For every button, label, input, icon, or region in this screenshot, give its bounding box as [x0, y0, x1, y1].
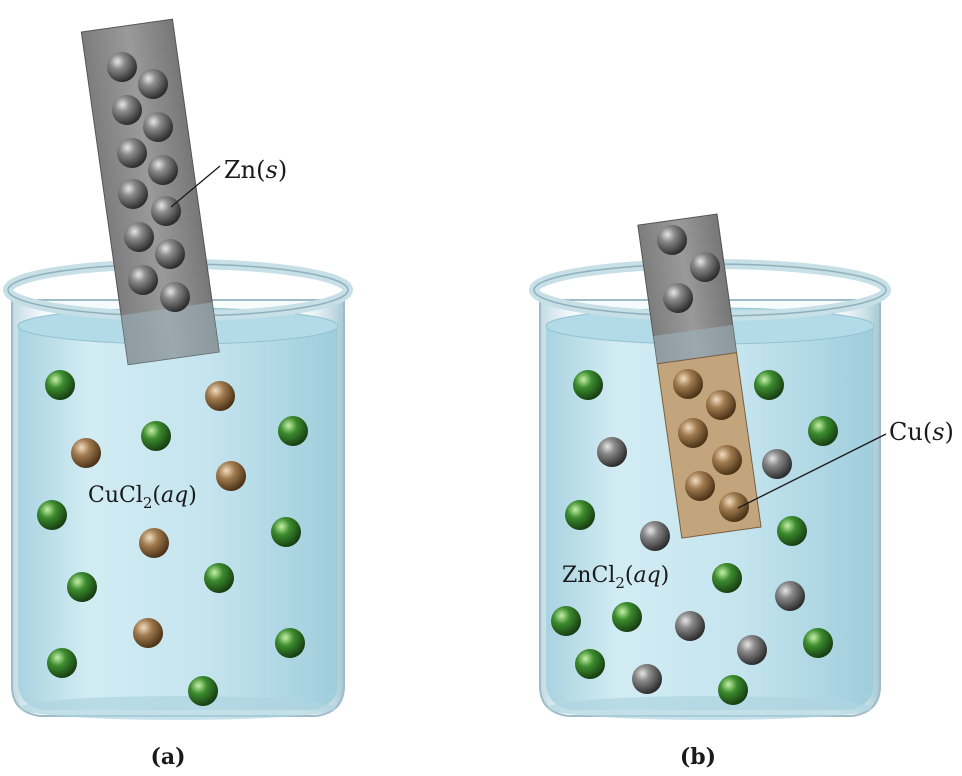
chloride-ion	[551, 606, 581, 636]
chloride-ion	[141, 421, 171, 451]
copper-leader-line	[737, 433, 887, 509]
beaker-a: Zn(s) CuCl2(aq) (a)	[3, 18, 353, 770]
copper-ion	[71, 438, 101, 468]
copper-atom	[712, 445, 742, 475]
chloride-ion	[47, 648, 77, 678]
copper-ion	[205, 381, 235, 411]
beaker-a-ions	[37, 370, 308, 706]
zinc-atom	[151, 196, 181, 226]
copper-ion	[216, 461, 246, 491]
copper-label: Cu(s)	[889, 418, 954, 446]
copper-atom	[719, 492, 749, 522]
chloride-ion	[612, 602, 642, 632]
zinc-atom	[657, 225, 687, 255]
zinc-ion	[640, 521, 670, 551]
zinc-ion	[762, 449, 792, 479]
zinc-atom	[148, 155, 178, 185]
chloride-ion	[573, 370, 603, 400]
zinc-ion	[632, 664, 662, 694]
panel-label-a: (a)	[150, 744, 185, 770]
chloride-ion	[718, 675, 748, 705]
zinc-atom	[117, 138, 147, 168]
copper-atom	[685, 471, 715, 501]
copper-atom	[678, 418, 708, 448]
zinc-atoms-on-strip	[107, 52, 190, 312]
chloride-ion	[271, 517, 301, 547]
zinc-atom	[107, 52, 137, 82]
beaker-b: Cu(s) ZnCl2(aq) (b)	[529, 213, 954, 770]
cucl2-label: CuCl2(aq)	[88, 483, 197, 512]
chloride-ion	[565, 500, 595, 530]
strip-copper-portion	[656, 352, 762, 539]
chloride-ion	[37, 500, 67, 530]
chloride-ion	[575, 649, 605, 679]
chloride-ion	[188, 676, 218, 706]
beaker-a-solution	[18, 326, 338, 710]
zinc-ion	[675, 611, 705, 641]
atoms-on-strip-b	[657, 225, 749, 522]
chloride-ion	[712, 563, 742, 593]
beaker-b-ions	[551, 370, 838, 705]
zinc-atom	[118, 179, 148, 209]
zinc-leader-line	[170, 165, 221, 208]
zinc-ion	[775, 581, 805, 611]
beaker-a-bottom	[20, 696, 336, 720]
chloride-ion	[754, 370, 784, 400]
zinc-atom	[155, 239, 185, 269]
copper-ion	[139, 528, 169, 558]
zinc-atom	[138, 69, 168, 99]
zinc-atom	[690, 252, 720, 282]
copper-ion	[133, 618, 163, 648]
chloride-ion	[803, 628, 833, 658]
zinc-ion	[737, 635, 767, 665]
chloride-ion	[808, 416, 838, 446]
copper-atom	[673, 369, 703, 399]
chloride-ion	[204, 563, 234, 593]
zinc-label: Zn(s)	[224, 156, 287, 184]
copper-atom	[706, 390, 736, 420]
zinc-atom	[128, 265, 158, 295]
zinc-atom	[160, 282, 190, 312]
zinc-atom	[112, 95, 142, 125]
chloride-ion	[278, 416, 308, 446]
zncl2-label: ZnCl2(aq)	[562, 563, 669, 592]
zinc-atom	[663, 283, 693, 313]
chloride-ion	[275, 628, 305, 658]
zinc-atom	[124, 222, 154, 252]
beaker-b-bottom	[548, 696, 872, 720]
chloride-ion	[777, 516, 807, 546]
panel-label-b: (b)	[680, 744, 716, 770]
chloride-ion	[67, 572, 97, 602]
zinc-ion	[597, 437, 627, 467]
zinc-atom	[143, 112, 173, 142]
chloride-ion	[45, 370, 75, 400]
